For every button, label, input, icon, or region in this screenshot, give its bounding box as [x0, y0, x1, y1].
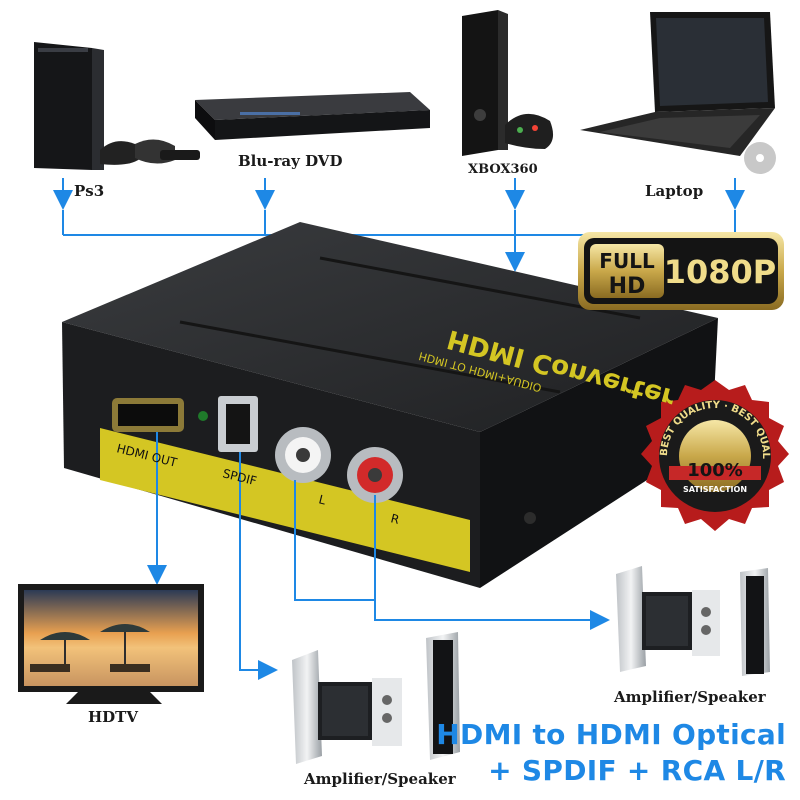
ps3-icon: [34, 42, 200, 170]
label-amp-right: Amplifier/Speaker: [614, 688, 766, 706]
headline-line2: + SPDIF + RCA L/R: [488, 754, 786, 787]
label-ps3: Ps3: [74, 182, 105, 200]
label-laptop: Laptop: [645, 182, 704, 200]
badge-resolution: 1080P: [664, 253, 777, 291]
seal-satisfaction: SATISFACTION: [683, 485, 747, 494]
port-label-l: L: [317, 492, 327, 507]
badge-full: FULL: [599, 249, 655, 273]
label-amp-left: Amplifier/Speaker: [304, 770, 456, 788]
hdtv-icon: [18, 584, 204, 704]
laptop-icon: [580, 12, 776, 174]
headline-line1: HDMI to HDMI Optical: [436, 718, 786, 751]
label-bluray: Blu-ray DVD: [238, 152, 343, 170]
badge-hd: HD: [609, 274, 646, 299]
seal-percent: 100%: [687, 460, 743, 481]
speaker-set-left-icon: [292, 632, 460, 764]
satisfaction-seal-icon: [641, 380, 789, 531]
speaker-set-right-icon: [616, 566, 770, 676]
label-xbox360: XBOX360: [468, 162, 538, 177]
badge-text: FULL HD 1080P: [599, 249, 776, 299]
full-hd-badge: [578, 232, 784, 310]
label-hdtv: HDTV: [88, 708, 138, 726]
xbox360-icon: [462, 10, 554, 156]
output-arrows: [147, 432, 610, 680]
bluray-player-icon: [195, 92, 430, 140]
port-label-r: R: [389, 511, 400, 527]
